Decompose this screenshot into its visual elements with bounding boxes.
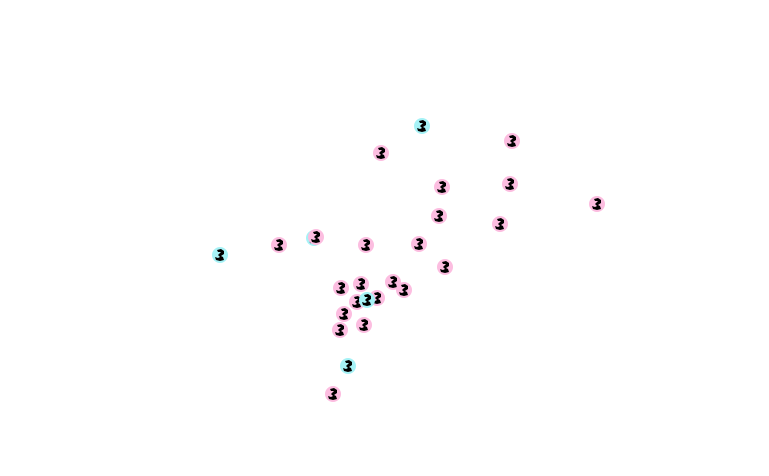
marker-glyph-icon xyxy=(505,178,514,190)
data-point-cyan xyxy=(414,118,430,134)
marker-glyph-icon xyxy=(339,308,348,320)
marker-glyph-icon xyxy=(376,147,385,159)
marker-glyph-icon xyxy=(343,360,352,372)
marker-glyph-icon xyxy=(335,324,344,336)
data-point-pink xyxy=(434,179,450,195)
marker-glyph-icon xyxy=(328,388,337,400)
marker-glyph-icon xyxy=(274,239,283,251)
marker-glyph-icon xyxy=(507,135,516,147)
data-point-pink xyxy=(589,196,605,212)
marker-glyph-icon xyxy=(437,181,446,193)
data-point-pink xyxy=(271,237,287,253)
data-point-pink xyxy=(504,133,520,149)
data-point-pink xyxy=(502,176,518,192)
data-point-pink xyxy=(356,317,372,333)
data-point-pink xyxy=(353,276,369,292)
data-point-pink xyxy=(325,386,341,402)
marker-glyph-icon xyxy=(399,284,408,296)
marker-glyph-icon xyxy=(362,294,371,306)
marker-glyph-icon xyxy=(434,210,443,222)
marker-glyph-icon xyxy=(359,319,368,331)
data-point-pink xyxy=(437,259,453,275)
marker-glyph-icon xyxy=(388,276,397,288)
data-point-cyan xyxy=(359,292,375,308)
data-point-pink xyxy=(358,237,374,253)
marker-glyph-icon xyxy=(495,218,504,230)
data-point-pink xyxy=(396,282,412,298)
data-point-pink xyxy=(385,274,401,290)
marker-glyph-icon xyxy=(417,120,426,132)
data-point-pink xyxy=(336,306,352,322)
marker-glyph-icon xyxy=(361,239,370,251)
marker-glyph-icon xyxy=(311,231,320,243)
marker-glyph-icon xyxy=(440,261,449,273)
data-point-pink xyxy=(333,280,349,296)
data-point-cyan xyxy=(212,247,228,263)
marker-glyph-icon xyxy=(215,249,224,261)
marker-glyph-icon xyxy=(352,296,361,308)
marker-glyph-icon xyxy=(336,282,345,294)
data-point-pink xyxy=(373,145,389,161)
data-point-pink xyxy=(431,208,447,224)
data-point-pink xyxy=(308,229,324,245)
marker-glyph-icon xyxy=(592,198,601,210)
marker-glyph-icon xyxy=(356,278,365,290)
data-point-pink xyxy=(492,216,508,232)
data-point-pink xyxy=(332,322,348,338)
data-point-pink xyxy=(411,236,427,252)
data-point-cyan xyxy=(340,358,356,374)
marker-glyph-icon xyxy=(414,238,423,250)
